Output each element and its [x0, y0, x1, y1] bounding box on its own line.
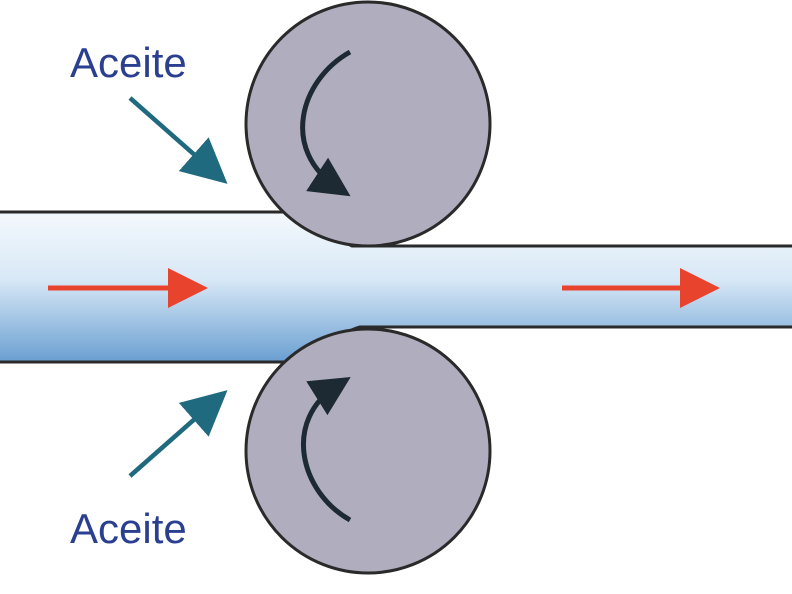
bottom-roll — [244, 327, 492, 575]
rotate-counterclockwise-arrow-icon — [301, 377, 352, 523]
metal-strip — [0, 212, 792, 362]
top-roll — [244, 0, 492, 248]
oil-arrow-bottom-icon — [128, 390, 228, 478]
oil-arrow-top-icon — [128, 96, 228, 184]
oil-label-bottom: Aceite — [70, 505, 187, 552]
rotate-clockwise-arrow-icon — [300, 49, 352, 197]
oil-label-top: Aceite — [70, 39, 187, 86]
